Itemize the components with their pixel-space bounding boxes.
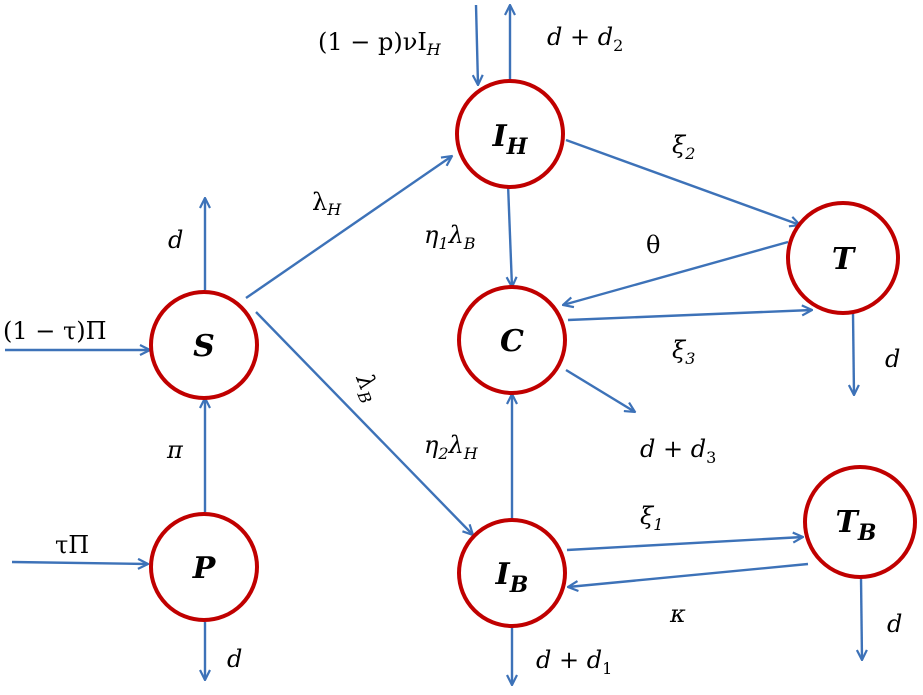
- edges: [5, 5, 862, 685]
- label-death-p: d: [227, 645, 242, 673]
- node-ih-label: IH: [492, 119, 529, 160]
- node-s-label: S: [193, 329, 215, 364]
- label-eta1-lambda-b: η1λB: [424, 221, 476, 253]
- node-ib: IB: [457, 518, 567, 628]
- node-t-label: T: [832, 242, 857, 277]
- label-inflow-ih: (1 − p)νIH: [318, 28, 442, 59]
- label-xi1: ξ1: [640, 502, 663, 534]
- label-pi: π: [166, 436, 184, 464]
- node-p-label: P: [192, 551, 217, 586]
- node-t-circle: [786, 201, 900, 315]
- node-ib-circle: [457, 518, 567, 628]
- label-inflow-s: (1 − τ)Π: [3, 317, 107, 345]
- label-death-c: d + d3: [640, 435, 716, 467]
- node-tb: TB: [803, 465, 917, 579]
- node-tb-label: TB: [836, 505, 877, 546]
- node-c: C: [457, 285, 567, 395]
- node-tb-circle: [803, 465, 917, 579]
- node-c-label: C: [500, 324, 524, 359]
- node-p-circle: [149, 512, 259, 622]
- node-s-circle: [149, 290, 259, 400]
- edge-tb-to-ib: [568, 562, 809, 587]
- edge-inflow-p: [11, 562, 148, 564]
- node-ih-circle: [455, 79, 565, 189]
- edge-s-to-ib: [255, 311, 473, 535]
- edge-ib-to-tb: [566, 537, 803, 552]
- label-death-t: d: [885, 345, 900, 373]
- edge-labels: (1 − τ)Π τΠ (1 − p)νIH d + d2 d d d + d3…: [3, 23, 902, 678]
- label-death-ih: d + d2: [547, 23, 623, 55]
- label-lambda-h: λH: [312, 188, 342, 219]
- label-lambda-b: λB: [347, 369, 386, 407]
- edge-t-to-c: [563, 240, 789, 305]
- node-ib-label: IB: [495, 557, 529, 598]
- edge-s-to-ih: [245, 156, 452, 299]
- label-death-ib: d + d1: [536, 646, 612, 678]
- edge-c-to-t: [567, 310, 812, 322]
- edge-inflow-ih: [476, 4, 478, 85]
- label-lambda-b-text: λB: [347, 369, 386, 407]
- node-p: P: [149, 512, 259, 622]
- edge-ih-to-t: [565, 138, 800, 225]
- node-ih: IH: [455, 79, 565, 189]
- node-t: T: [786, 201, 900, 315]
- edge-death-tb: [861, 576, 862, 660]
- edge-death-c: [565, 368, 635, 412]
- label-death-s: d: [168, 226, 183, 254]
- node-c-circle: [457, 285, 567, 395]
- label-xi2: ξ2: [672, 131, 695, 163]
- label-death-tb: d: [887, 610, 902, 638]
- edge-ih-to-c: [508, 183, 512, 287]
- label-eta2-lambda-h: η2λH: [424, 431, 479, 463]
- edge-death-t: [853, 312, 854, 395]
- label-xi3: ξ3: [672, 336, 695, 368]
- label-theta: θ: [646, 231, 660, 259]
- label-inflow-p: τΠ: [55, 531, 89, 559]
- label-kappa: κ: [669, 600, 686, 628]
- node-s: S: [149, 290, 259, 400]
